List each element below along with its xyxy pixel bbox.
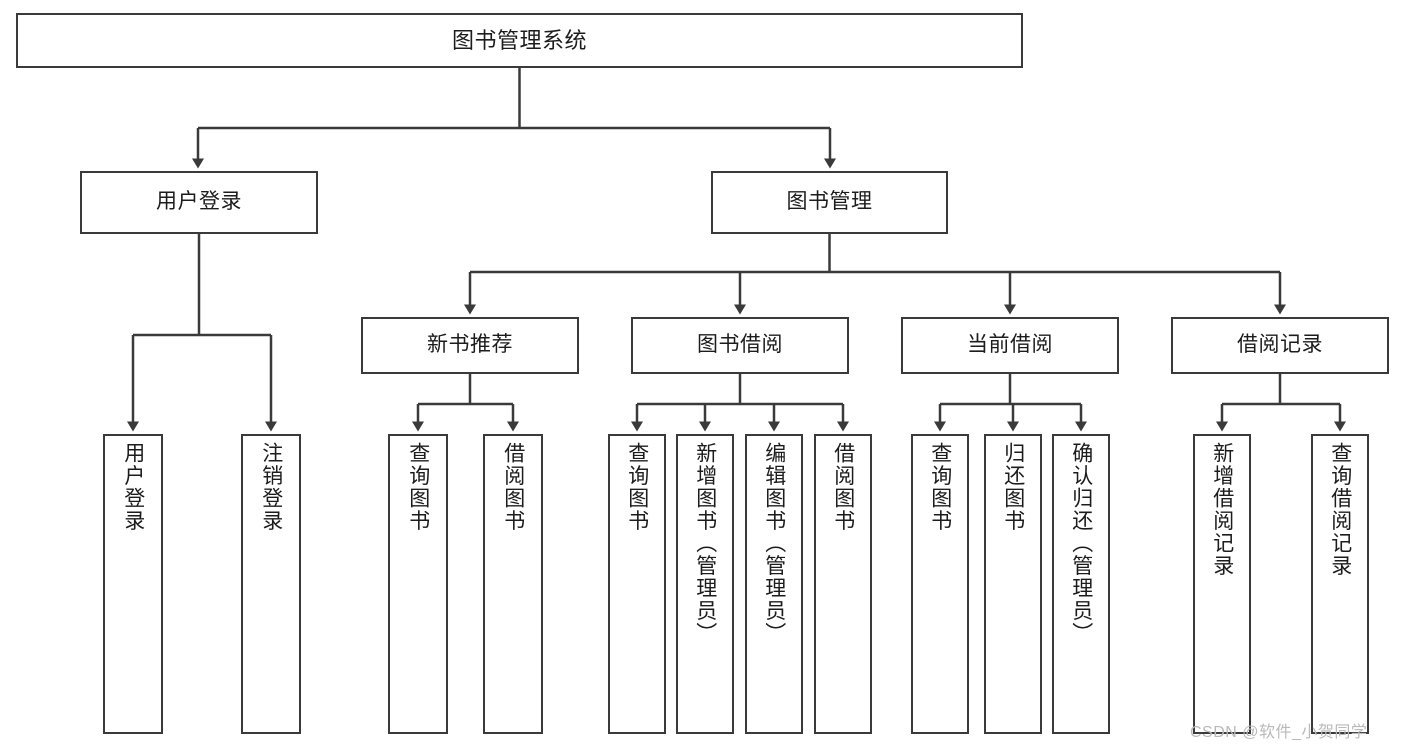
leaf-add-book-admin-label: 新增图书（管理员） [693, 442, 717, 645]
leaf-borrow-book-label: 借阅图书 [831, 442, 855, 532]
leaf-edit-book-admin-label: 编辑图书（管理员） [762, 442, 786, 645]
node-user-login[interactable]: 用户登录 [80, 171, 318, 234]
leaf-query-book-current-label: 查询图书 [928, 442, 952, 532]
node-borrow-record[interactable]: 借阅记录 [1171, 317, 1389, 374]
leaf-confirm-return-admin-label: 确认归还（管理员） [1069, 442, 1093, 645]
node-book-borrow-label: 图书借阅 [697, 333, 783, 357]
node-current-borrow-label: 当前借阅 [967, 333, 1053, 357]
leaf-borrow-book-recommend[interactable]: 借阅图书 [483, 434, 543, 734]
leaf-edit-book-admin[interactable]: 编辑图书（管理员） [745, 434, 803, 734]
node-root-label: 图书管理系统 [451, 27, 587, 53]
leaf-query-book-current[interactable]: 查询图书 [911, 434, 969, 734]
leaf-query-borrow-record[interactable]: 查询借阅记录 [1311, 434, 1369, 734]
leaf-add-borrow-record-label: 新增借阅记录 [1210, 442, 1234, 577]
csdn-watermark: CSDN @软件_小贺同学 [1190, 724, 1368, 741]
leaf-return-book[interactable]: 归还图书 [984, 434, 1042, 734]
leaf-borrow-book[interactable]: 借阅图书 [814, 434, 872, 734]
node-book-management-label: 图书管理 [786, 190, 873, 214]
leaf-query-borrow-record-label: 查询借阅记录 [1328, 442, 1352, 577]
node-current-borrow[interactable]: 当前借阅 [901, 317, 1119, 374]
leaf-borrow-book-recommend-label: 借阅图书 [501, 442, 525, 532]
leaf-confirm-return-admin[interactable]: 确认归还（管理员） [1052, 434, 1110, 734]
leaf-user-login[interactable]: 用户登录 [103, 434, 163, 734]
node-user-login-label: 用户登录 [156, 190, 242, 214]
leaf-query-book-borrow-label: 查询图书 [625, 442, 649, 532]
node-root[interactable]: 图书管理系统 [16, 13, 1023, 68]
leaf-add-borrow-record[interactable]: 新增借阅记录 [1193, 434, 1251, 734]
leaf-logout-label: 注销登录 [259, 442, 283, 532]
node-new-book-recommend-label: 新书推荐 [427, 333, 513, 357]
node-book-management[interactable]: 图书管理 [711, 171, 948, 234]
node-new-book-recommend[interactable]: 新书推荐 [361, 317, 579, 374]
leaf-query-book-borrow[interactable]: 查询图书 [608, 434, 666, 734]
node-borrow-record-label: 借阅记录 [1237, 333, 1323, 357]
leaf-query-book-recommend-label: 查询图书 [406, 442, 430, 532]
leaf-user-login-label: 用户登录 [121, 442, 145, 532]
leaf-add-book-admin[interactable]: 新增图书（管理员） [676, 434, 734, 734]
leaf-query-book-recommend[interactable]: 查询图书 [388, 434, 448, 734]
leaf-return-book-label: 归还图书 [1001, 442, 1025, 532]
node-book-borrow[interactable]: 图书借阅 [631, 317, 849, 374]
leaf-logout[interactable]: 注销登录 [241, 434, 301, 734]
